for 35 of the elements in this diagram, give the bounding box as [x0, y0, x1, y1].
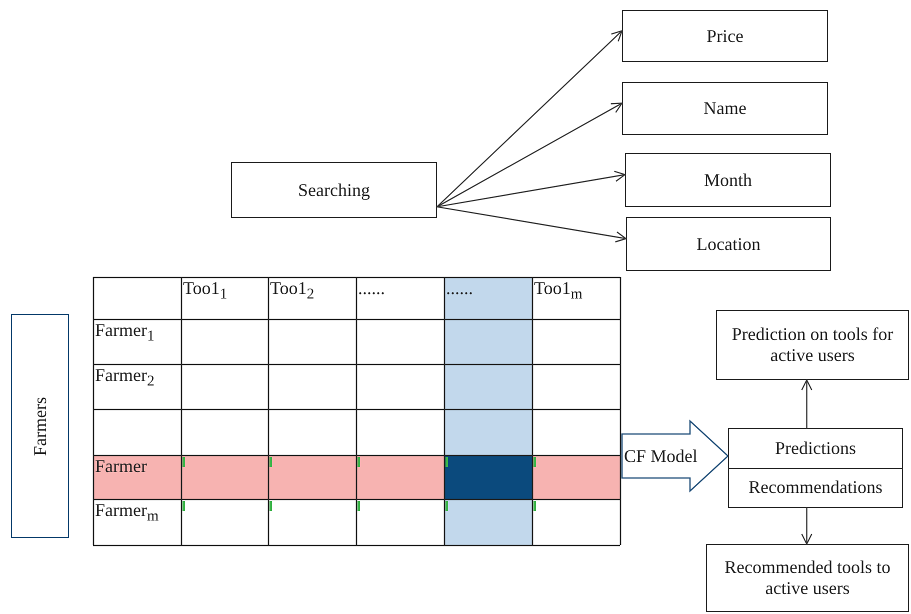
column-header: Too1$_{1}$	[183, 279, 228, 304]
row-header: Farmer$_{2}$	[95, 366, 154, 390]
node-label: Location	[696, 234, 760, 254]
node-label: Farmers	[30, 396, 50, 456]
row-header: Farmer$_{m}$	[95, 501, 159, 526]
column-header: Too1$_{m}$	[534, 279, 582, 304]
model-output-box	[728, 428, 903, 508]
node-label: Month	[704, 170, 752, 190]
node-label: Predictions	[729, 429, 902, 468]
attribute-box	[622, 82, 828, 135]
group-label-box	[11, 314, 69, 538]
arrow	[436, 206, 627, 242]
process-box	[231, 162, 437, 218]
attribute-box	[625, 153, 831, 207]
arrow	[436, 102, 623, 208]
node-label: Recommended tools to active users	[724, 557, 892, 599]
column-header: Too1$_{2}$	[270, 279, 314, 304]
arrow	[801, 379, 812, 428]
result-box	[706, 544, 909, 612]
column-header: ......	[358, 279, 385, 299]
row-header: Farmer	[95, 457, 147, 477]
arrow	[801, 508, 812, 545]
arrow	[436, 170, 626, 208]
attribute-box	[622, 10, 828, 62]
node-label: Name	[704, 98, 746, 119]
result-box	[716, 310, 909, 380]
attribute-box	[626, 217, 831, 271]
row-header: Farmer$_{1}$	[95, 321, 154, 346]
rating-matrix	[93, 277, 620, 545]
column-header: ......	[446, 279, 473, 299]
node-label: Price	[706, 26, 744, 46]
node-label: Searching	[298, 180, 370, 200]
node-label: Prediction on tools for active users	[730, 324, 894, 366]
arrow	[436, 30, 623, 208]
node-label: Recommendations	[748, 476, 884, 500]
